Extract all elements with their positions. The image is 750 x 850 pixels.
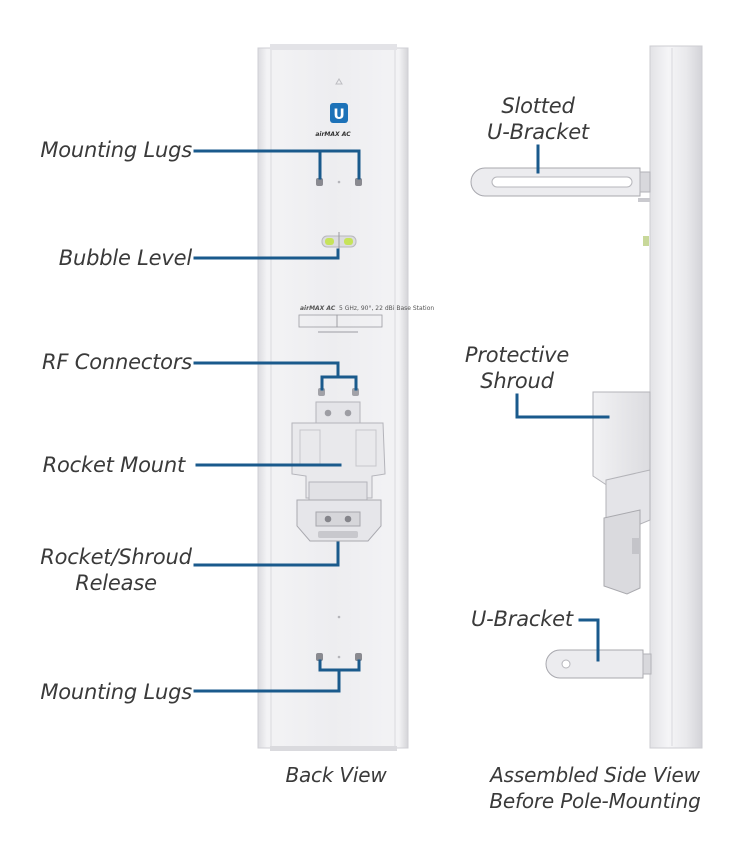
product-sticker: airMAX AC 5 GHz, 90°, 22 dBi Base Statio…: [298, 305, 434, 333]
label-mounting-lugs-bottom: Mounting Lugs: [40, 680, 192, 704]
label-rocket-shroud-release: Rocket/Shroud Release: [20, 544, 212, 596]
mounting-lugs-bottom: [316, 615, 362, 661]
side-view-antenna: [470, 45, 703, 749]
label-protective-shroud: Protective Shroud: [456, 342, 578, 394]
label-rocket-shroud-release-line2: Release: [75, 571, 157, 595]
ubiquiti-logo-icon: U: [330, 103, 348, 123]
label-rocket-shroud-release-line1: Rocket/Shroud: [40, 545, 192, 569]
brand-mark: U: [333, 107, 344, 123]
mounting-lugs-top: [316, 178, 362, 186]
label-slotted-u-bracket-line2: U-Bracket: [487, 120, 589, 144]
bubble-level-icon: [321, 232, 357, 252]
label-rocket-mount: Rocket Mount: [42, 453, 186, 477]
label-bubble-level: Bubble Level: [58, 246, 192, 270]
label-slotted-u-bracket: Slotted U-Bracket: [478, 93, 598, 145]
back-view-antenna: U airMAX AC airMAX AC 5 GHz, 90°, 22 dBi…: [257, 44, 434, 751]
label-u-bracket: U-Bracket: [471, 607, 573, 631]
sticker-brand: airMAX AC: [300, 305, 336, 312]
label-protective-shroud-line2: Shroud: [480, 369, 554, 393]
caption-back-view: Back View: [285, 763, 387, 787]
protective-shroud: [592, 391, 651, 595]
slotted-u-bracket: [470, 167, 651, 202]
label-rf-connectors: RF Connectors: [42, 350, 192, 374]
rocket-mount: [291, 401, 386, 542]
u-bracket: [545, 649, 652, 679]
label-protective-shroud-line1: Protective: [464, 343, 570, 367]
caption-side-view-line1: Assembled Side View: [490, 763, 700, 787]
caption-side-view: Assembled Side View Before Pole-Mounting: [470, 762, 720, 814]
label-slotted-u-bracket-line1: Slotted: [501, 94, 575, 118]
product-badge-text: airMAX AC: [315, 131, 351, 138]
label-mounting-lugs-top: Mounting Lugs: [40, 138, 192, 162]
caption-side-view-line2: Before Pole-Mounting: [489, 789, 701, 813]
sticker-line: 5 GHz, 90°, 22 dBi Base Station: [339, 305, 434, 312]
leader-lines: [193, 144, 610, 693]
